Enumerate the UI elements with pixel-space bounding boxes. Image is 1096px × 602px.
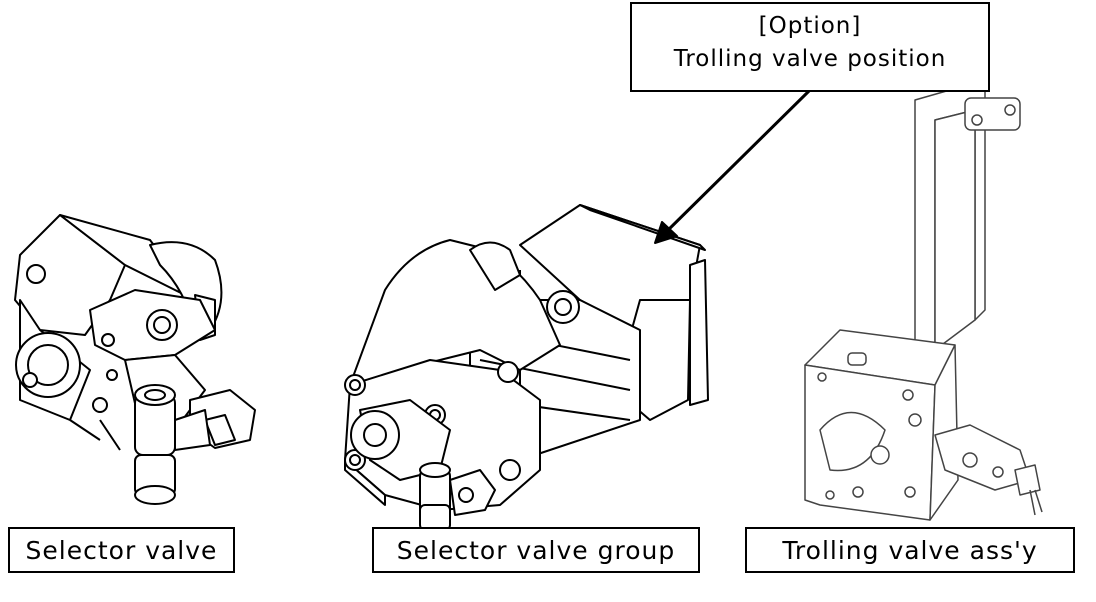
selector-valve-group-drawing	[344, 204, 709, 531]
label-trolling-valve-assy: Trolling valve ass'y	[745, 527, 1075, 573]
callout-position-text: Trolling valve position	[673, 46, 947, 72]
callout-option-text: [Option]	[758, 13, 862, 39]
callout-arrow	[654, 88, 812, 244]
label-selector-valve-group: Selector valve group	[372, 527, 700, 573]
selector-valve-drawing	[14, 214, 256, 505]
label-selector-valve: Selector valve	[8, 527, 235, 573]
callout-box: [Option] Trolling valve position	[630, 2, 990, 92]
trolling-valve-assy-drawing	[804, 79, 1043, 521]
